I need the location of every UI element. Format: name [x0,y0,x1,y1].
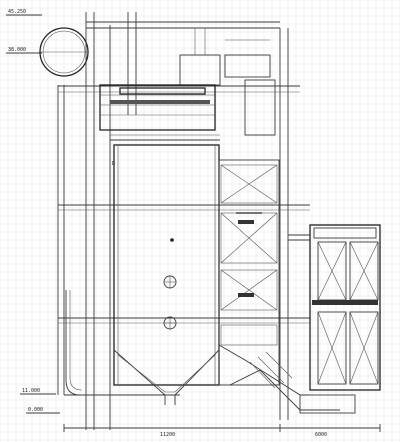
svg-text:D: D [112,161,115,167]
elevation-markers: 45.250 38.000 11.000 0.000 [6,9,60,414]
structural-columns [57,12,310,430]
air-heater [288,224,381,391]
flue-duct [218,344,356,414]
downcomer [65,290,83,396]
elevation-top: 45.250 [8,9,26,15]
dimension-lines: 11200 6000 [63,424,381,438]
steam-drum [39,27,89,77]
elevation-lower: 11.000 [22,388,40,394]
elevation-ground: 0.000 [28,407,43,413]
convection-pass [218,159,280,386]
elevation-drum: 38.000 [8,47,26,53]
roof-structure [86,21,280,136]
dimension-left: 11200 [160,432,175,438]
dimension-right: 6000 [315,432,327,438]
